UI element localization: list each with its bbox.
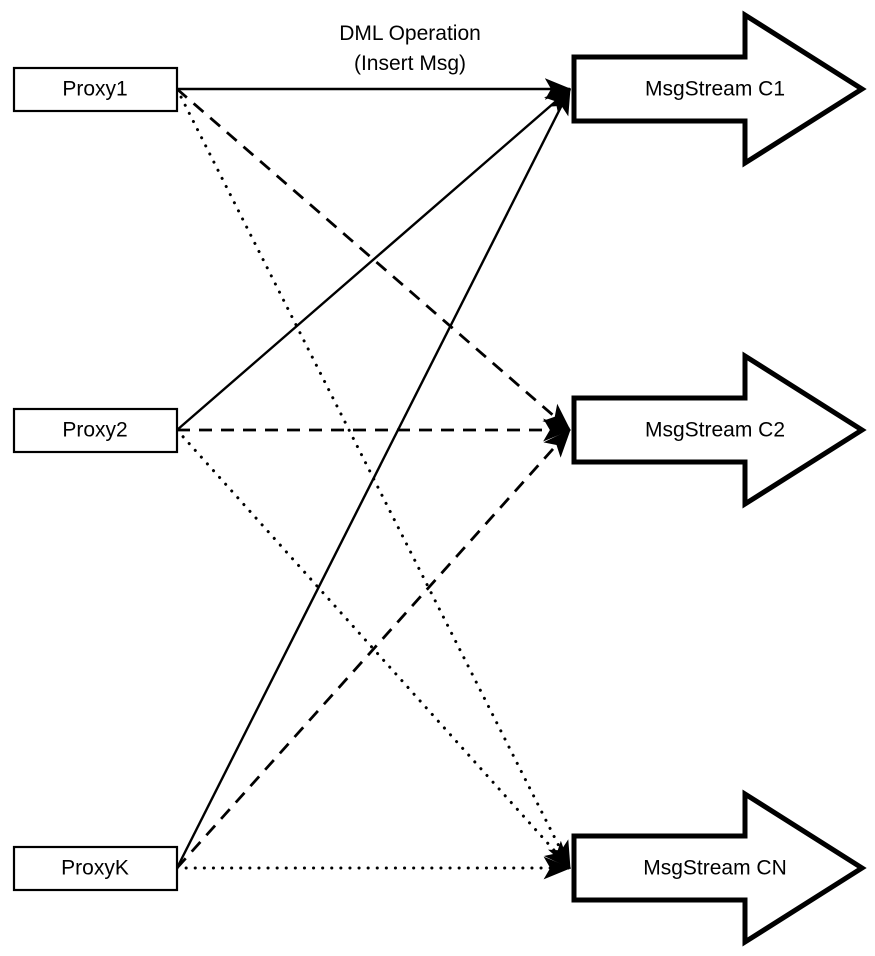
edge-proxy2-to-c1 [176,88,571,431]
streams-layer: MsgStream C1 MsgStream C2 MsgStream CN [571,10,867,947]
edge-proxyK-to-c2 [175,429,572,869]
proxy-node-proxy2[interactable]: Proxy2 [12,407,179,454]
stream-label: MsgStream CN [643,857,787,880]
edge-line-solid [176,88,571,431]
edge-label-dml-operation: DML Operation [339,22,481,45]
edges-layer [175,78,572,880]
proxy-label: Proxy1 [62,78,127,101]
edge-proxy2-to-cn [175,428,572,870]
edge-line-solid [175,87,572,869]
edge-line-dashed [175,429,572,869]
proxy-label: ProxyK [61,857,129,880]
proxy-box [12,66,179,113]
stream-label: MsgStream C2 [645,419,785,442]
edge-label-insert-msg: (Insert Msg) [354,52,466,75]
edge-line-dotted [175,428,572,870]
block-arrow-icon [571,789,867,947]
stream-node-stream_c1[interactable]: MsgStream C1 [571,10,867,168]
stream-node-stream_c2[interactable]: MsgStream C2 [571,351,867,509]
proxy-box [12,407,179,454]
proxy-label: Proxy2 [62,419,127,442]
stream-label: MsgStream C1 [645,78,785,101]
proxy-node-proxy1[interactable]: Proxy1 [12,66,179,113]
proxy-node-proxyK[interactable]: ProxyK [12,845,179,892]
block-arrow-icon [571,10,867,168]
edge-proxyK-to-c1 [175,87,572,869]
stream-node-stream_cn[interactable]: MsgStream CN [571,789,867,947]
proxy-box [12,845,179,892]
block-arrow-icon [571,351,867,509]
